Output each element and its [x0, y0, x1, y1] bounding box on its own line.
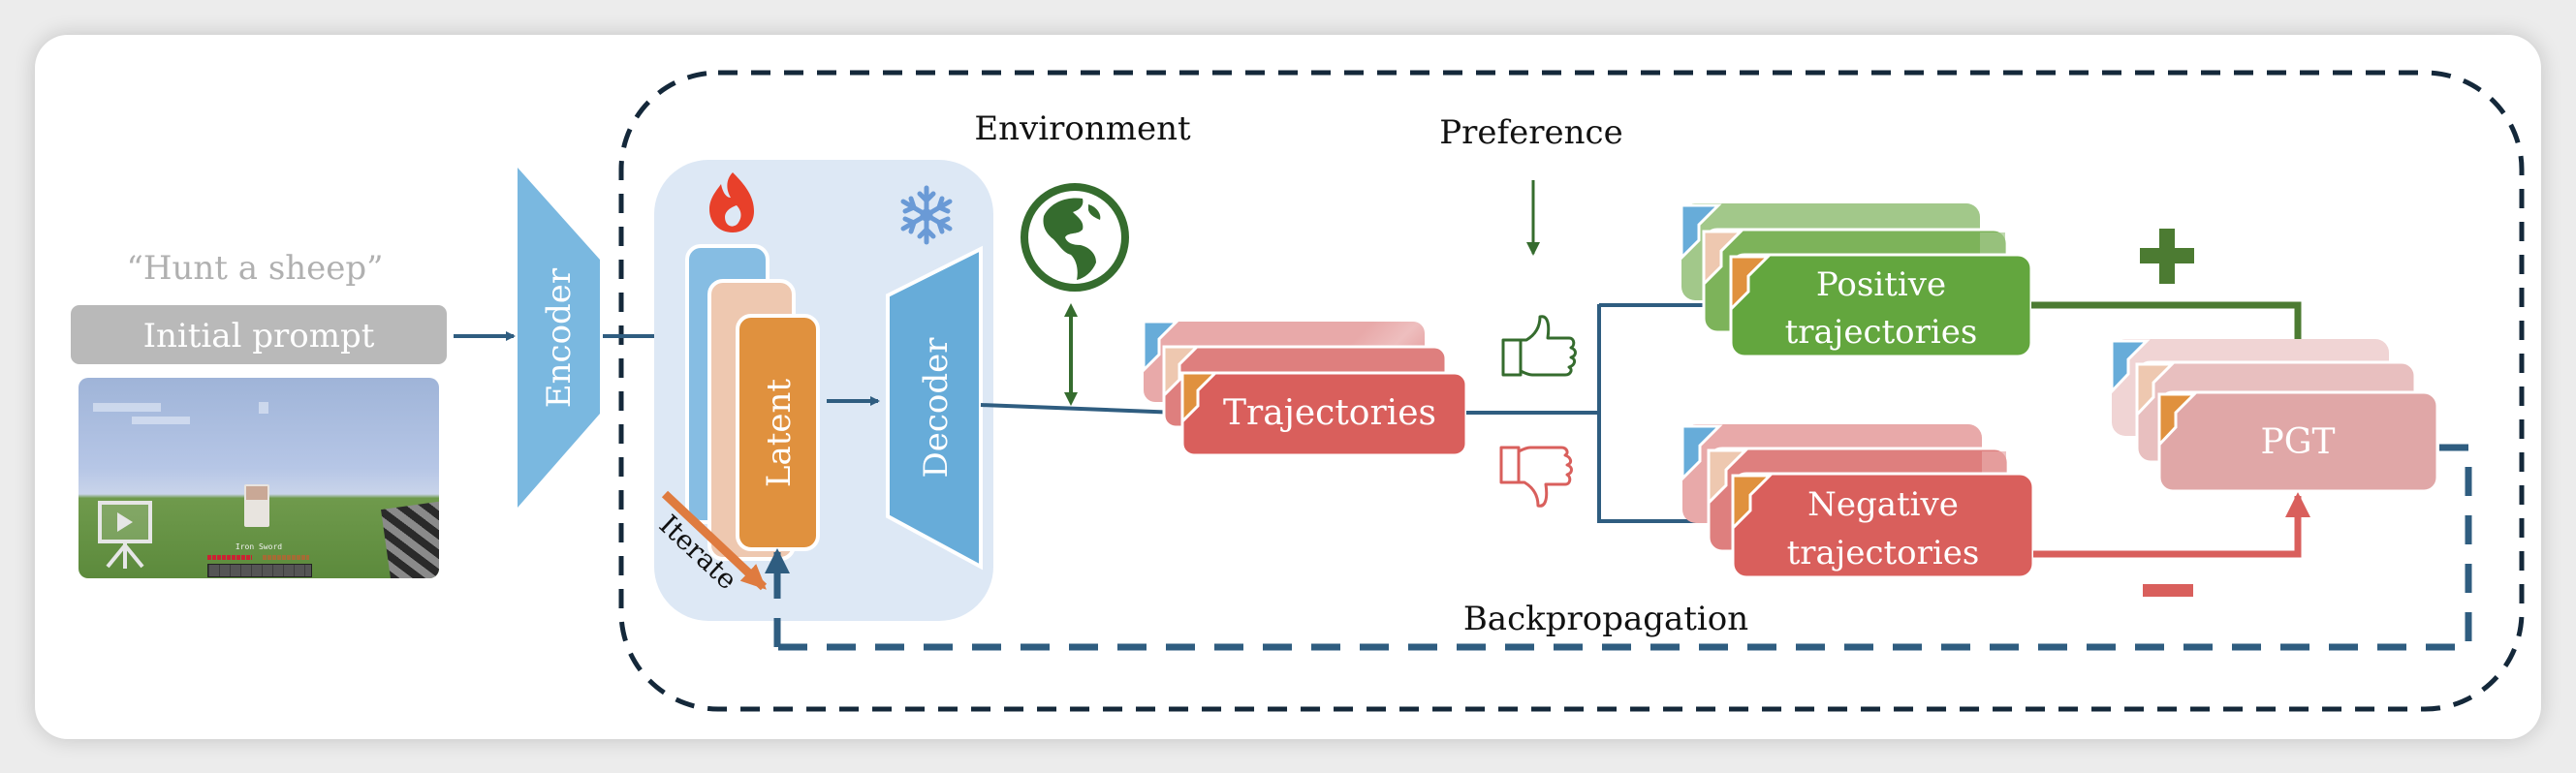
sheep-head	[246, 486, 267, 500]
pgt-card-front	[2157, 390, 2439, 493]
initial-prompt-box[interactable]: Initial prompt	[71, 305, 447, 364]
trajectories-stack[interactable]: Trajectories	[1142, 320, 1468, 457]
health-bar	[207, 555, 252, 560]
latent-stack[interactable]: Latent	[685, 244, 820, 561]
plus-icon	[2140, 229, 2194, 284]
globe-icon	[1021, 183, 1129, 292]
decoder-block[interactable]: Decoder	[886, 245, 983, 571]
positive-trajectories-stack[interactable]: Positive trajectories	[1680, 203, 2033, 358]
encoder-block[interactable]: Encoder	[518, 168, 600, 508]
sun	[259, 402, 268, 414]
minus-icon	[2143, 584, 2193, 597]
pgt-label: PGT	[2261, 422, 2336, 462]
thumbs-up-icon	[1501, 315, 1577, 377]
negative-label-line1: Negative	[1807, 485, 1959, 524]
snowflake-icon	[900, 185, 953, 245]
latent-label: Latent	[760, 379, 799, 488]
initial-prompt-label: Initial prompt	[143, 317, 375, 356]
negative-label-line2: trajectories	[1787, 534, 1980, 572]
training-loop-frame	[618, 70, 2525, 712]
environment-label: Environment	[974, 109, 1191, 148]
trajectory-card-front	[1180, 371, 1468, 457]
minecraft-thumbnail[interactable]: Iron Sword	[79, 378, 439, 578]
cloud	[132, 417, 190, 424]
backpropagation-path	[777, 444, 2472, 651]
iterate-arrow	[661, 490, 768, 591]
pgt-stack[interactable]: PGT	[2110, 339, 2439, 493]
trajectories-label: Trajectories	[1223, 393, 1436, 433]
backpropagation-label: Backpropagation	[1463, 600, 1748, 638]
positive-label-line2: trajectories	[1785, 313, 1978, 352]
negative-trajectories-stack[interactable]: Negative trajectories	[1681, 424, 2035, 579]
hunger-bar	[263, 555, 309, 560]
thumbs-down-icon	[1499, 446, 1573, 508]
cloud	[93, 403, 161, 412]
fire-icon	[709, 172, 754, 232]
negative-to-pgt-arrow	[2033, 492, 2310, 558]
negative-card-front	[1731, 472, 2035, 579]
thumbnail-caption: Iron Sword	[235, 542, 283, 551]
video-play-icon[interactable]	[96, 499, 154, 572]
hotbar	[207, 564, 312, 577]
positive-label-line1: Positive	[1816, 265, 1946, 304]
decoder-label: Decoder	[917, 337, 956, 479]
task-quote: “Hunt a sheep”	[126, 249, 383, 288]
preference-label: Preference	[1439, 113, 1622, 152]
encoder-label: Encoder	[540, 267, 579, 408]
decoder-to-trajectories-arrow	[980, 403, 1180, 417]
